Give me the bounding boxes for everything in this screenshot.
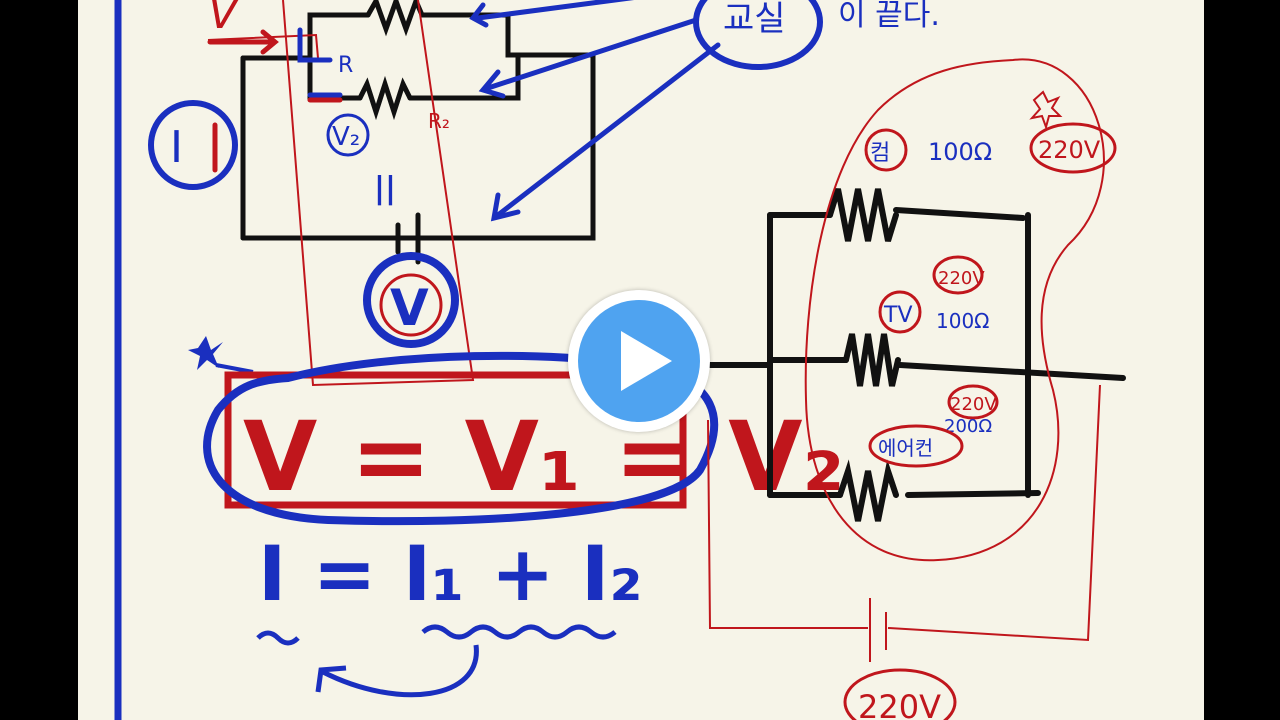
- appliance-1-voltage: 220V: [1038, 136, 1101, 164]
- left-circuit: [240, 0, 596, 265]
- i-circle: [148, 100, 238, 190]
- appliance-2-voltage: 220V: [938, 268, 985, 289]
- note-circle: [693, 0, 823, 70]
- korean-note-2: 이 끝다.: [838, 0, 940, 33]
- right-circuit-wiring: [707, 58, 1105, 662]
- label-v2: V₂: [332, 122, 360, 152]
- voltmeter-outer: [363, 252, 459, 348]
- label-equal-mark: ||: [374, 171, 396, 206]
- annotation-arrows: [297, 0, 721, 222]
- appliance-2-voltage-circle: [932, 255, 984, 295]
- korean-note: 교실: [723, 0, 786, 39]
- appliance-1-name: 컴: [870, 141, 890, 166]
- video-frame-whiteboard[interactable]: V R R₂ V₂ || I V 교실 이 끝다. V = V₁ = V₂ I …: [78, 0, 1204, 720]
- label-r2: R₂: [428, 109, 450, 133]
- appliance-2-circle: [878, 290, 922, 334]
- appliance-3-resistance: 200Ω: [944, 416, 992, 437]
- label-i: I: [170, 122, 183, 173]
- appliance-3-name: 에어컨: [878, 436, 933, 460]
- formula-box: [224, 371, 687, 509]
- appliance-1-circle: [864, 128, 908, 172]
- appliance-2-resistance: 100Ω: [936, 309, 989, 333]
- right-circuit: [705, 188, 1126, 522]
- star-icon: [188, 336, 223, 370]
- play-button[interactable]: [568, 290, 710, 432]
- appliance-3-voltage-circle: [947, 384, 999, 420]
- play-icon[interactable]: [568, 290, 710, 432]
- label-r1: R: [338, 53, 353, 78]
- formula-ellipse: [203, 351, 719, 526]
- source-voltage: 220V: [858, 688, 941, 720]
- return-arrow-head: [315, 665, 347, 693]
- appliance-1-voltage-circle: [1029, 122, 1117, 174]
- left-circuit-highlight: [207, 0, 475, 387]
- label-top-v: V: [208, 0, 241, 39]
- appliance-2-name: TV: [883, 303, 913, 328]
- underline-i-sum: [421, 624, 617, 640]
- star-underline: [215, 363, 254, 374]
- formula-v: V = V₁ = V₂: [243, 401, 845, 513]
- formula-i: I = I₁ + I₂: [258, 529, 643, 618]
- v2-circle: [326, 113, 370, 157]
- appliance-1-resistance: 100Ω: [928, 138, 992, 166]
- voltmeter-label: V: [390, 279, 429, 337]
- appliance-3-voltage: 220V: [950, 394, 997, 415]
- return-arrow: [321, 644, 479, 698]
- appliance-3-circle: [868, 424, 964, 468]
- star-icon-red: [1029, 90, 1063, 131]
- current-arrows: [207, 29, 343, 173]
- whiteboard-drawing: V R R₂ V₂ || I V 교실 이 끝다. V = V₁ = V₂ I …: [114, 0, 1126, 720]
- underline-i: [256, 630, 300, 646]
- source-voltage-circle: [843, 668, 957, 720]
- voltmeter-inner: [379, 273, 443, 337]
